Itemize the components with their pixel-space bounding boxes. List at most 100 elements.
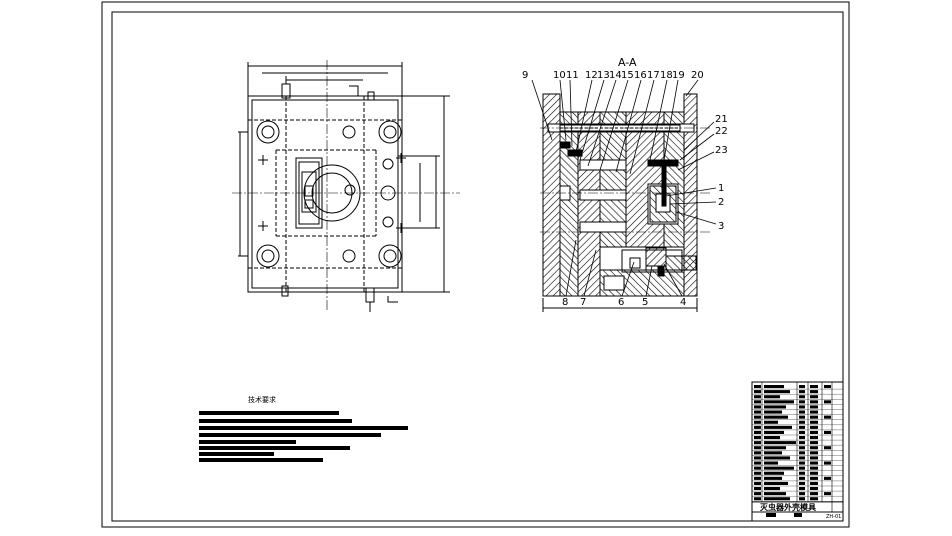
parts-list-cell bbox=[810, 430, 818, 434]
parts-list-cell bbox=[799, 471, 805, 475]
part-label-23: 23 bbox=[715, 145, 728, 156]
parts-list-cell bbox=[810, 385, 818, 389]
parts-list-cell bbox=[764, 476, 782, 480]
parts-list-cell bbox=[799, 395, 805, 399]
tech-requirement-line bbox=[199, 452, 274, 456]
parts-list-cell bbox=[764, 487, 780, 491]
parts-list-cell bbox=[754, 456, 761, 460]
parts-list-rows bbox=[752, 385, 843, 502]
parts-list-cell bbox=[764, 446, 786, 450]
part-label-20: 20 bbox=[691, 70, 704, 81]
parts-list-cell bbox=[754, 395, 761, 399]
part-number-labels: 9 10 11 12 13 14 15 16 17 18 19 20 21 22… bbox=[522, 70, 728, 308]
parts-list-cell bbox=[810, 497, 818, 501]
parts-list-cell bbox=[764, 420, 778, 424]
parts-list-cell bbox=[754, 471, 761, 475]
parts-list-cell bbox=[810, 466, 818, 470]
parts-list-cell bbox=[824, 430, 831, 434]
parts-list-cell bbox=[810, 425, 818, 429]
parts-list-cell bbox=[754, 487, 761, 491]
parts-list-cell bbox=[754, 492, 761, 496]
section-view bbox=[540, 93, 712, 312]
parts-list-cell bbox=[824, 476, 831, 480]
part-label-22: 22 bbox=[715, 126, 728, 137]
parts-list-cell bbox=[764, 425, 792, 429]
parts-list-cell bbox=[764, 400, 794, 404]
parts-list-cell bbox=[754, 400, 761, 404]
parts-list-cell bbox=[799, 461, 805, 465]
parts-list-cell bbox=[799, 481, 805, 485]
part-label-11: 11 bbox=[566, 70, 579, 81]
parts-list-cell bbox=[810, 395, 818, 399]
parts-list-cell bbox=[754, 461, 761, 465]
parts-list-cell bbox=[810, 441, 818, 445]
parts-list-cell bbox=[754, 405, 761, 409]
parts-list-cell bbox=[799, 487, 805, 491]
parts-list-cell bbox=[754, 481, 761, 485]
parts-list-cell bbox=[764, 466, 794, 470]
parts-list-cell bbox=[764, 456, 790, 460]
parts-list-cell bbox=[754, 476, 761, 480]
parts-list-cell bbox=[764, 385, 784, 389]
parts-list-cell bbox=[799, 456, 805, 460]
parts-list-cell bbox=[799, 441, 805, 445]
parts-list-cell bbox=[799, 425, 805, 429]
parts-list-cell bbox=[799, 476, 805, 480]
parts-list-cell bbox=[764, 441, 796, 445]
parts-list-cell bbox=[764, 390, 790, 394]
parts-list-cell bbox=[810, 481, 818, 485]
parts-list-cell bbox=[824, 415, 831, 419]
parts-list-cell bbox=[810, 451, 818, 455]
parts-list-cell bbox=[810, 456, 818, 460]
parts-list-cell bbox=[764, 451, 782, 455]
parts-list-cell bbox=[810, 492, 818, 496]
part-label-6: 6 bbox=[618, 297, 624, 308]
part-label-13: 13 bbox=[597, 70, 610, 81]
parts-list-cell bbox=[754, 466, 761, 470]
parts-list-cell bbox=[799, 430, 805, 434]
parts-list-cell bbox=[810, 446, 818, 450]
tech-requirements-title: 技术要求 bbox=[248, 395, 276, 404]
parts-list-cell bbox=[764, 415, 788, 419]
part-label-18: 18 bbox=[660, 70, 673, 81]
parts-list-cell bbox=[764, 471, 784, 475]
parts-list-cell bbox=[810, 400, 818, 404]
parts-list-cell bbox=[824, 492, 831, 496]
parts-list-cell bbox=[754, 410, 761, 414]
parts-list-cell bbox=[799, 415, 805, 419]
part-label-5: 5 bbox=[642, 297, 648, 308]
parts-list-cell bbox=[810, 471, 818, 475]
part-label-14: 14 bbox=[609, 70, 622, 81]
parts-list-cell bbox=[764, 481, 788, 485]
part-label-4: 4 bbox=[680, 297, 686, 308]
parts-list-cell bbox=[764, 430, 784, 434]
parts-list-cell bbox=[764, 405, 786, 409]
drawing-title: 灭虫器外壳模具 bbox=[759, 502, 816, 512]
parts-list-cell bbox=[754, 390, 761, 394]
tech-requirement-line bbox=[199, 433, 381, 437]
parts-list-cell bbox=[799, 446, 805, 450]
parts-list-cell bbox=[764, 492, 786, 496]
tech-requirement-line bbox=[199, 446, 350, 450]
parts-list-cell bbox=[799, 466, 805, 470]
tech-requirement-line bbox=[199, 458, 323, 462]
part-label-21: 21 bbox=[715, 114, 728, 125]
parts-list-cell bbox=[799, 492, 805, 496]
parts-list-cell bbox=[824, 400, 831, 404]
parts-list-cell bbox=[810, 390, 818, 394]
title-block: 灭虫器外壳模具 ZH-01 bbox=[751, 381, 844, 522]
parts-list-cell bbox=[764, 395, 780, 399]
parts-list-cell bbox=[764, 461, 778, 465]
part-label-2: 2 bbox=[718, 197, 724, 208]
leader-lines bbox=[531, 79, 717, 297]
parts-list-cell bbox=[754, 441, 761, 445]
part-label-15: 15 bbox=[621, 70, 634, 81]
parts-list-cell bbox=[810, 436, 818, 440]
parts-list-cell bbox=[754, 497, 761, 501]
tech-requirement-line bbox=[199, 440, 296, 444]
parts-list-cell bbox=[754, 385, 761, 389]
part-label-19: 19 bbox=[672, 70, 685, 81]
tech-requirement-line bbox=[199, 411, 339, 415]
section-title: A-A bbox=[618, 56, 637, 69]
